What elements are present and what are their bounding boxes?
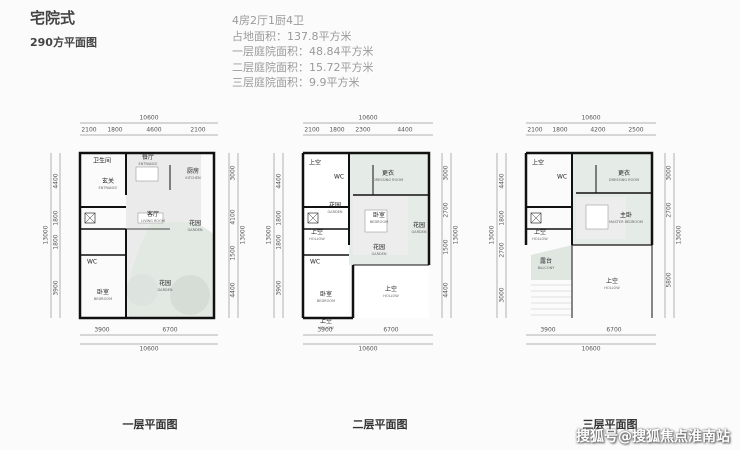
- dim-bottom-1: 3900: [94, 326, 110, 334]
- dim-top-1: 2100: [81, 126, 97, 134]
- dim-right-2: 2700: [442, 202, 450, 218]
- dim-left-1: 4400: [52, 173, 60, 189]
- room-hollow-stair: 上空: [531, 159, 545, 167]
- dim-left-total: 13000: [488, 225, 496, 245]
- spec-rooms: 4房2厅1厨4卫: [232, 14, 304, 27]
- dim-top-1: 2100: [304, 126, 320, 134]
- room-hollow-stair: 上空: [308, 159, 322, 167]
- dim-top-1: 2100: [527, 126, 543, 134]
- floor-plan-1-drawing: [50, 122, 239, 345]
- dim-left-4: 3900: [52, 280, 60, 296]
- dim-right-3: 5800: [665, 272, 673, 288]
- dim-top-3: 2300: [355, 126, 371, 134]
- dim-right-total: 13000: [675, 225, 683, 245]
- dim-bottom-2: 6700: [383, 326, 399, 334]
- dim-right-1: 3000: [229, 165, 237, 181]
- dim-right-1: 3000: [442, 165, 450, 181]
- dim-left-3: 1800: [275, 234, 283, 250]
- dim-left-2: 1800: [275, 210, 283, 226]
- spec-floor2-garden: 二层庭院面积：15.72平方米: [232, 60, 374, 74]
- dim-bottom-total: 10600: [358, 345, 378, 353]
- dim-right-3: 1500: [229, 245, 237, 261]
- dim-left-2: 1800: [52, 210, 60, 226]
- floor-label-2: 二层平面图: [352, 418, 408, 431]
- spec-land-area: 占地面积：137.8平方米: [232, 29, 352, 43]
- dim-top-2: 1800: [107, 126, 123, 134]
- floor-plan-1: 10600 2100 1800 4600 2100 3900 6700 1060…: [30, 105, 260, 355]
- dim-bottom-2: 6700: [606, 326, 622, 334]
- dim-left-total: 13000: [42, 225, 50, 245]
- room-wc-lower: WC: [309, 258, 321, 266]
- dim-left-1: 4400: [498, 173, 506, 189]
- dim-top-2: 1800: [552, 126, 568, 134]
- dim-left-3: 1800: [52, 234, 60, 250]
- room-bathroom: 卫生间: [92, 157, 112, 165]
- dim-right-total: 13000: [239, 225, 247, 245]
- floor-plan-3: 10600 2100 1800 4200 2500 3900 6700 1060…: [476, 105, 706, 355]
- room-wc-upper: WC: [333, 173, 345, 181]
- page-title: 宅院式: [30, 9, 76, 27]
- floor-plan-2-drawing: [273, 122, 452, 345]
- dim-left-4: 3000: [498, 287, 506, 303]
- floor-plan-2: 10600 2100 1800 2300 4400 3900 6700 1060…: [253, 105, 483, 355]
- dim-top-4: 2100: [190, 126, 206, 134]
- dim-left-total: 13000: [265, 225, 273, 245]
- dim-top-total: 10600: [139, 114, 159, 122]
- dim-right-4: 4400: [229, 282, 237, 298]
- dim-right-1: 3000: [665, 165, 673, 181]
- dim-bottom-1: 3900: [540, 326, 556, 334]
- dim-top-total: 10600: [358, 114, 378, 122]
- dim-left-3: 2700: [498, 242, 506, 258]
- dim-bottom-1: 3900: [317, 326, 333, 334]
- dim-top-2: 1800: [329, 126, 345, 134]
- dim-top-total: 10600: [581, 114, 601, 122]
- dim-top-3: 4600: [146, 126, 162, 134]
- dim-right-3: 1500: [442, 239, 450, 255]
- floor-label-1: 一层平面图: [122, 418, 178, 431]
- dim-left-2: 1800: [498, 210, 506, 226]
- room-wc: WC: [86, 258, 98, 266]
- dim-right-2: 4100: [229, 209, 237, 225]
- dim-top-3: 4200: [590, 126, 606, 134]
- floor-plan-3-drawing: [496, 122, 675, 345]
- dim-top-4: 2500: [628, 126, 644, 134]
- dim-right-total: 13000: [452, 225, 460, 245]
- dim-right-4: 4400: [442, 282, 450, 298]
- dim-top-4: 4400: [397, 126, 413, 134]
- dim-left-1: 4400: [275, 173, 283, 189]
- dim-left-4: 3900: [275, 280, 283, 296]
- room-wc: WC: [556, 173, 568, 181]
- dim-bottom-2: 6700: [162, 326, 178, 334]
- page-subtitle: 290方平面图: [30, 36, 97, 49]
- spec-floor3-garden: 三层庭院面积：9.9平方米: [232, 76, 360, 89]
- floor-label-3: 三层平面图: [582, 418, 638, 431]
- spec-list: 4房2厅1厨4卫 占地面积：137.8平方米 一层庭院面积：48.84平方米 二…: [232, 13, 374, 91]
- dim-bottom-total: 10600: [581, 345, 601, 353]
- dim-bottom-total: 10600: [139, 345, 159, 353]
- dim-right-2: 2700: [665, 202, 673, 218]
- spec-floor1-garden: 一层庭院面积：48.84平方米: [232, 45, 374, 58]
- watermark: 搜狐号@搜狐焦点淮南站: [576, 429, 730, 445]
